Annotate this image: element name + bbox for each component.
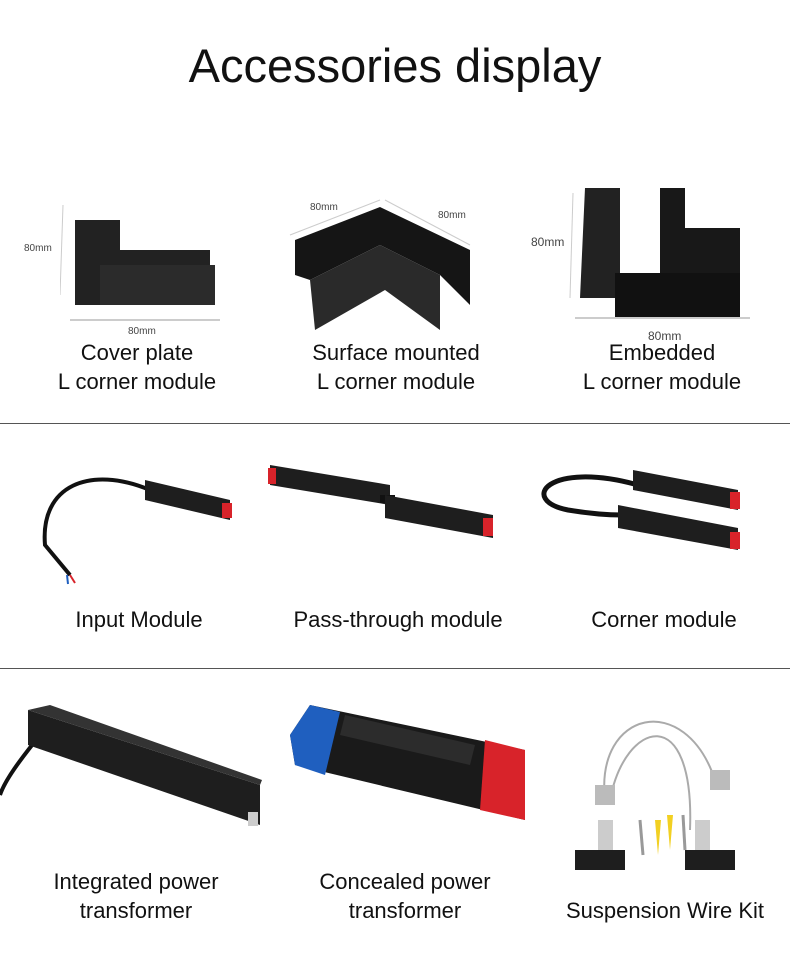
section-divider xyxy=(0,423,790,424)
surface-mounted-l-corner-image xyxy=(289,199,471,330)
caption-line: transformer xyxy=(79,898,193,923)
caption-line: Cover plate xyxy=(80,340,194,365)
width-dim: 80mm xyxy=(128,326,156,337)
caption-line: Integrated power xyxy=(53,869,219,894)
caption-line: Surface mounted xyxy=(312,340,480,365)
caption-line: transformer xyxy=(348,898,462,923)
caption-integrated-power-transformer: Integrated power transformer xyxy=(6,867,266,925)
height-dim: 80mm xyxy=(24,243,52,254)
section-divider xyxy=(0,668,790,669)
caption-line: L corner module xyxy=(57,369,217,394)
caption-line: L corner module xyxy=(582,369,742,394)
caption-line: Concealed power xyxy=(319,869,491,894)
concealed-power-transformer-image xyxy=(290,705,525,820)
caption-cover-plate: Cover plate L corner module xyxy=(7,338,267,396)
caption-pass-through-module: Pass-through module xyxy=(268,605,528,634)
width-dim: 80mm xyxy=(648,329,682,343)
cover-plate-l-corner-image xyxy=(60,204,220,321)
caption-line: Input Module xyxy=(75,607,203,632)
caption-concealed-power-transformer: Concealed power transformer xyxy=(275,867,535,925)
caption-embedded: Embedded L corner module xyxy=(532,338,790,396)
caption-line: Pass-through module xyxy=(293,607,503,632)
corner-module-image xyxy=(541,470,740,550)
right-dim: 80mm xyxy=(438,210,466,221)
caption-line: Suspension Wire Kit xyxy=(565,898,765,923)
integrated-power-transformer-image xyxy=(0,705,262,826)
page-title: Accessories display xyxy=(188,39,602,92)
caption-line: L corner module xyxy=(316,369,476,394)
caption-corner-module: Corner module xyxy=(534,605,790,634)
caption-surface-mounted: Surface mounted L corner module xyxy=(266,338,526,396)
left-dim: 80mm xyxy=(310,202,338,213)
caption-input-module: Input Module xyxy=(9,605,269,634)
height-dim: 80mm xyxy=(531,235,565,249)
caption-suspension-wire-kit: Suspension Wire Kit xyxy=(535,896,790,925)
embedded-l-corner-image xyxy=(569,188,750,319)
caption-line: Embedded xyxy=(608,340,716,365)
caption-line: Corner module xyxy=(591,607,737,632)
pass-through-module-image xyxy=(268,465,493,538)
suspension-wire-kit-image xyxy=(575,720,735,870)
input-module-image xyxy=(42,477,232,585)
